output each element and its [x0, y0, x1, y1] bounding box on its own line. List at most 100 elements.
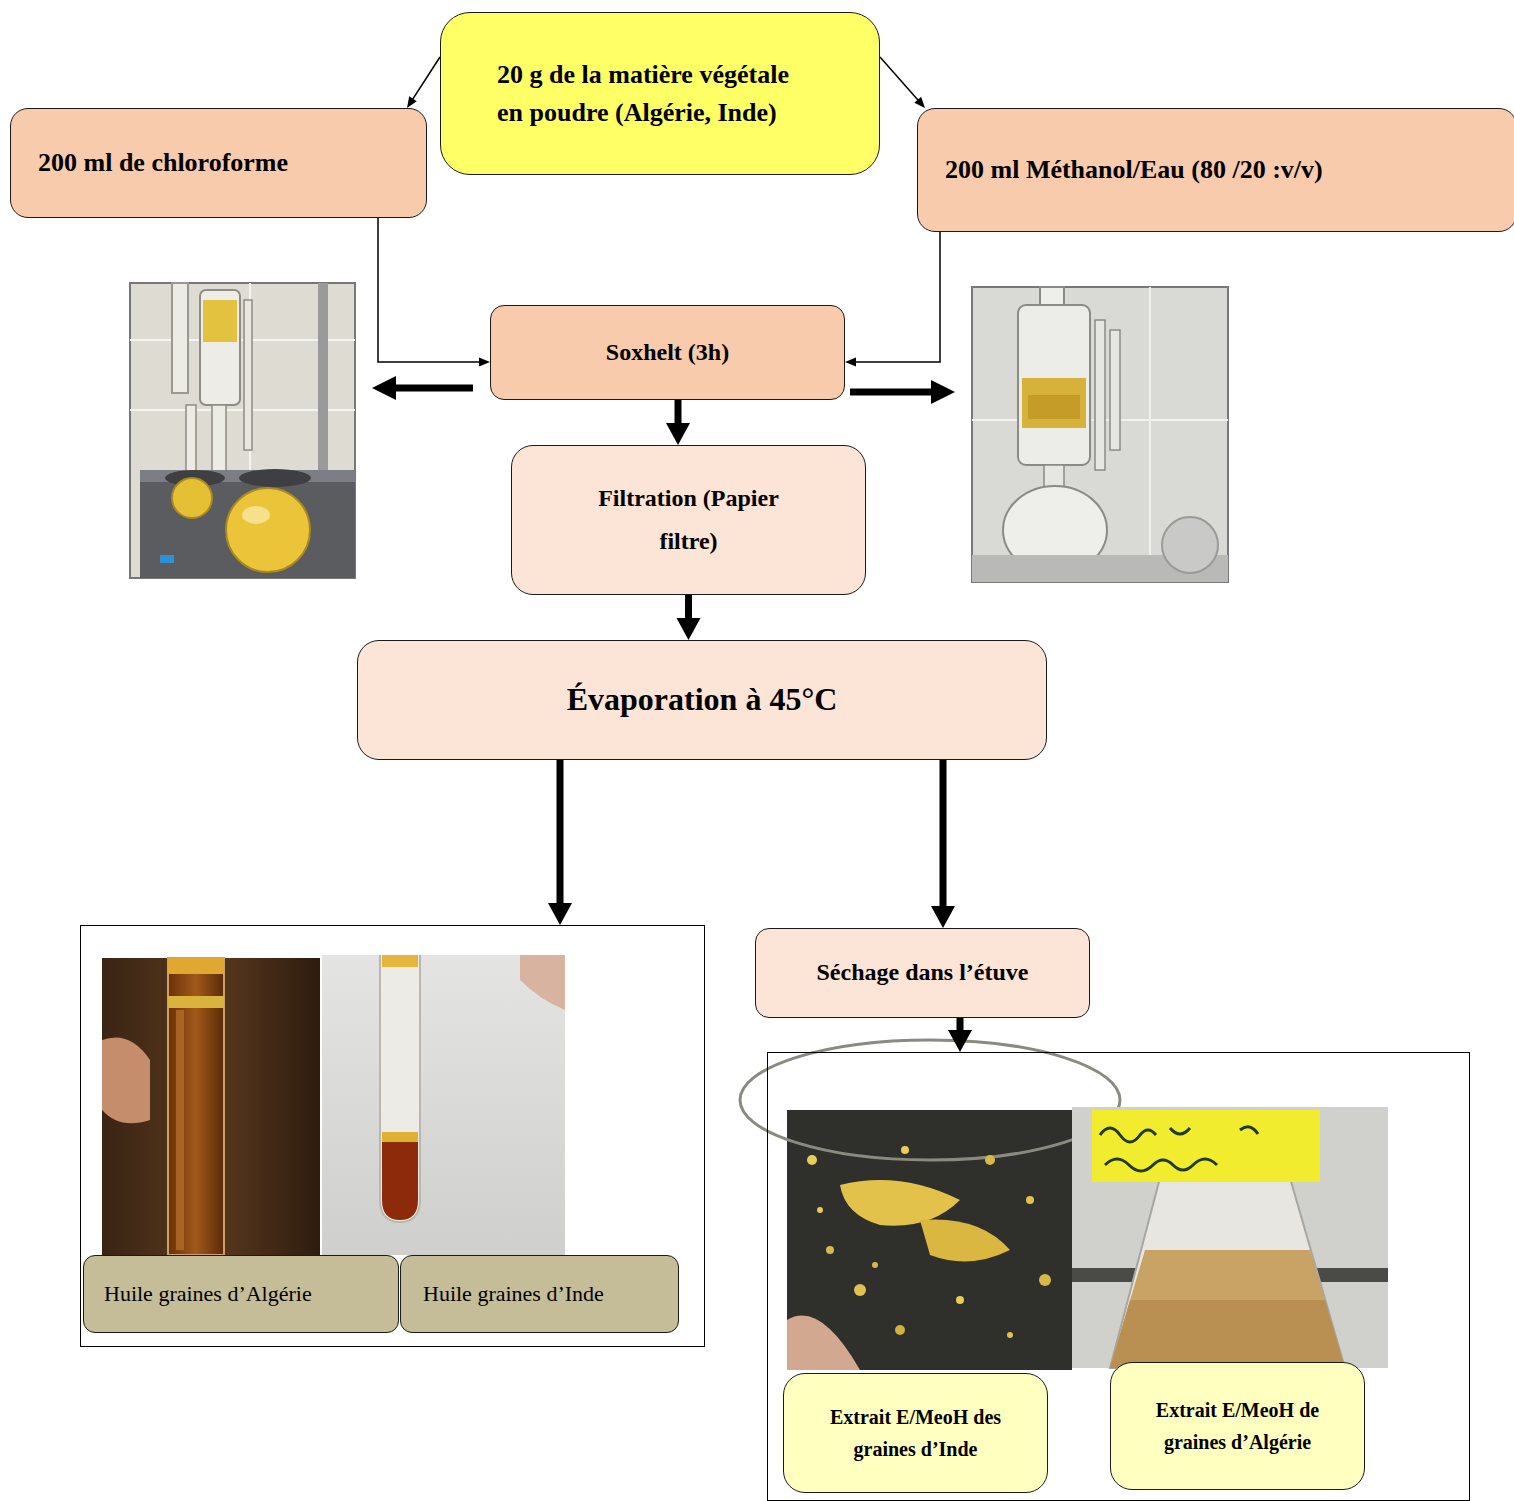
node-text: Extrait E/MeoH des graines d’Inde: [804, 1401, 1027, 1465]
soxhlet-photo: [160, 555, 174, 563]
result-label: Huile graines d’Inde: [400, 1255, 679, 1333]
arrow-head: [914, 97, 925, 108]
powder-photo: [872, 1262, 878, 1268]
oil-tube-photo: [168, 958, 224, 974]
arrow-line: [412, 57, 440, 100]
node-text: Séchage dans l’étuve: [817, 957, 1029, 988]
soxhlet-photo: [130, 283, 355, 578]
arrow-line: [880, 57, 918, 101]
soxhlet-photo: [200, 290, 240, 405]
flow-arrow: [548, 760, 572, 925]
powder-photo: [807, 1155, 817, 1165]
soxhlet-photo: [1162, 517, 1218, 573]
oil-tube-photo: [102, 958, 320, 1255]
vial-photo: [1110, 1250, 1345, 1368]
soxhlet-photo: [972, 287, 1228, 582]
photo-arrow: [372, 376, 396, 400]
node-text: 20 g de la matière végétale en poudre (A…: [497, 56, 799, 131]
node-text: Soxhelt (3h): [606, 337, 729, 368]
soxhlet-photo: [1018, 305, 1090, 465]
process-box: Soxhelt (3h): [490, 305, 845, 400]
result-label: Extrait E/MeoH des graines d’Inde: [783, 1373, 1048, 1493]
node-text: 200 ml de chloroforme: [38, 146, 288, 180]
flow-arrow: [666, 400, 690, 445]
arrow-line: [940, 760, 947, 907]
node-text: Évaporation à 45°C: [567, 679, 838, 721]
oil-tube-photo: [176, 1010, 184, 1250]
process-box: Séchage dans l’étuve: [755, 928, 1090, 1018]
flow-arrow: [880, 57, 925, 108]
flow-arrow: [677, 595, 701, 640]
arrow-head: [931, 906, 955, 928]
arrow-head: [666, 423, 690, 445]
soxhlet-photo: [242, 506, 270, 524]
arrow-head: [407, 96, 417, 108]
powder-photo: [826, 1246, 834, 1254]
oil-tube-photo: [168, 958, 224, 1255]
soxhlet-photo: [244, 300, 252, 450]
powder-photo: [1007, 1332, 1013, 1338]
input-box: 20 g de la matière végétale en poudre (A…: [440, 12, 880, 175]
arrow-line: [378, 218, 480, 362]
soxhlet-photo: [130, 283, 355, 578]
flow-arrow: [407, 57, 440, 108]
arrow-line: [957, 1018, 964, 1031]
soxhlet-photo: [318, 283, 328, 483]
vial-photo: [1072, 1107, 1388, 1368]
oil-tube-photo: [322, 955, 565, 1255]
flow-arrow: [845, 232, 940, 367]
arrow-head: [677, 618, 701, 640]
arrow-head: [548, 903, 572, 925]
flow-arrow: [378, 218, 490, 367]
process-box: Filtration (Papier filtre): [511, 445, 866, 595]
soxhlet-photo: [239, 469, 311, 487]
powder-photo: [840, 1180, 960, 1226]
powder-photo: [1026, 1196, 1034, 1204]
arrow-head: [948, 1030, 972, 1052]
vial-photo: [1110, 1178, 1345, 1368]
soxhlet-photo: [226, 488, 310, 572]
powder-photo: [920, 1219, 1010, 1261]
oil-tube-photo: [382, 955, 418, 967]
soxhlet-photo: [1110, 330, 1120, 450]
soxhlet-photo: [1022, 378, 1086, 428]
arrow-line: [675, 400, 682, 424]
oil-tube-photo: [520, 955, 565, 1010]
soxhlet-photo: [140, 470, 355, 578]
arrow-line: [685, 595, 692, 619]
result-label: Extrait E/MeoH de graines d’Algérie: [1110, 1362, 1365, 1490]
powder-photo: [740, 1040, 1120, 1370]
flow-arrow: [931, 760, 955, 928]
result-frame: Extrait E/MeoH des graines d’Inde Extrait…: [767, 1052, 1470, 1501]
process-box: Évaporation à 45°C: [357, 640, 1047, 760]
oil-tube-photo: [322, 955, 565, 1255]
powder-photo: [817, 1207, 823, 1213]
powder-photo: [1039, 1274, 1051, 1286]
powder-photo: [787, 1316, 860, 1370]
powder-photo: [787, 1110, 1072, 1370]
vial-photo: [1072, 1107, 1388, 1368]
vial-photo: [1110, 1300, 1345, 1368]
node-text: Filtration (Papier filtre): [582, 477, 795, 563]
flow-arrow: [948, 1018, 972, 1052]
photo-arrow: [850, 389, 932, 396]
arrow-head: [845, 358, 856, 367]
soxhlet-photo: [203, 300, 237, 342]
node-text: 200 ml Méthanol/Eau (80 /20 :v/v): [945, 153, 1323, 187]
arrow-line: [557, 760, 564, 904]
result-label: Huile graines d’Algérie: [83, 1255, 399, 1333]
powder-photo: [854, 1284, 866, 1296]
node-text: Huile graines d’Inde: [423, 1280, 604, 1309]
soxhlet-photo: [1149, 287, 1151, 582]
solvent-box: 200 ml de chloroforme: [10, 108, 427, 218]
oil-tube-photo: [168, 996, 224, 1008]
photo-arrow: [931, 380, 955, 404]
node-text: Huile graines d’Algérie: [104, 1280, 312, 1309]
oil-tube-photo: [102, 1038, 150, 1124]
oil-tube-photo: [380, 955, 420, 1222]
photo-arrow: [394, 385, 473, 392]
powder-photo: [895, 1325, 905, 1335]
oil-tube-photo: [382, 1132, 418, 1142]
solvent-box: 200 ml Méthanol/Eau (80 /20 :v/v): [917, 108, 1514, 232]
